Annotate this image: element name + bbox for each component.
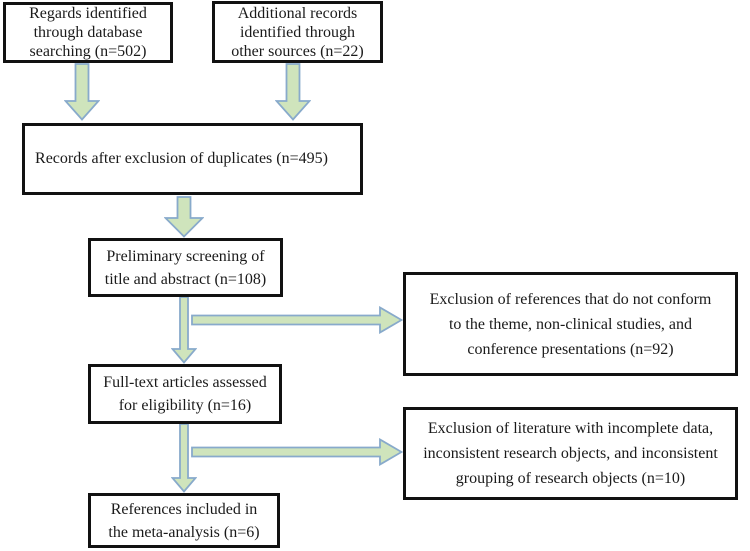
node-identification-database: Regards identified through database sear… <box>3 2 173 63</box>
arrow-fulltext-down-icon <box>171 424 197 493</box>
node-fulltext-assessed: Full-text articles assessed for eligibil… <box>88 364 282 424</box>
arrow-other-sources-down-icon <box>275 63 311 121</box>
node-preliminary-screening: Preliminary screening of title and abstr… <box>88 238 283 297</box>
node-identification-other-sources: Additional records identified through ot… <box>212 1 383 63</box>
arrow-duplicates-down-icon <box>164 196 204 238</box>
node-fulltext-exclusion: Exclusion of literature with incomplete … <box>403 407 738 500</box>
arrow-database-down-icon <box>64 63 100 121</box>
node-included-meta-analysis: References included in the meta-analysis… <box>88 493 280 548</box>
arrow-screening-down-icon <box>171 297 197 364</box>
arrow-screening-exclusion-right-icon <box>191 306 403 334</box>
arrow-fulltext-exclusion-right-icon <box>191 438 403 466</box>
node-records-after-duplicates: Records after exclusion of duplicates (n… <box>22 123 363 195</box>
node-screening-exclusion: Exclusion of references that do not conf… <box>403 272 738 376</box>
